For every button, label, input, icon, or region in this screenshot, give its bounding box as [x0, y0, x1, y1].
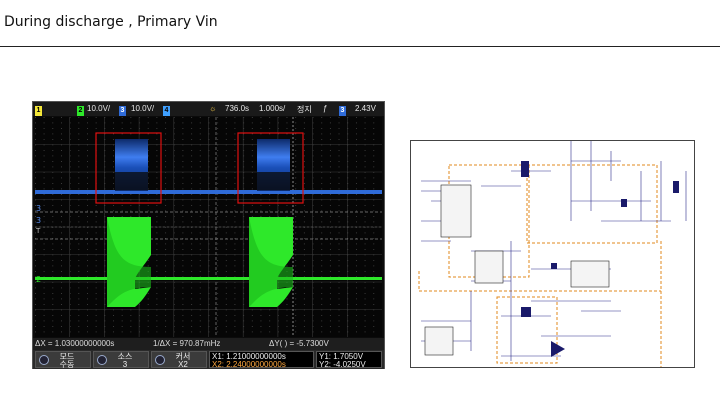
delta-y-readout: ΔY( ) = -5.7300V — [269, 339, 329, 348]
trigger-level: 2.43V — [355, 104, 376, 113]
timebase: 1.000s/ — [259, 104, 286, 113]
y1-value: Y1: 1.7050V — [319, 352, 364, 361]
y2-value: Y2: -4.0250V — [319, 360, 366, 369]
inverse-delta-x-readout: 1/ΔX = 970.87mHz — [153, 339, 221, 348]
trigger-delay-icon: ☼ — [209, 104, 217, 113]
trigger-delay: 736.0s — [225, 104, 250, 113]
waveform-display: 3 3 2 T — [35, 117, 382, 337]
schematic-diagram — [410, 140, 695, 368]
ch3-ground-marker[interactable]: 3 — [36, 204, 41, 213]
ch2-scale: 10.0V/ — [87, 104, 111, 113]
softkey-label: 소스 — [117, 352, 133, 361]
trigger-edge-icon: ƒ — [323, 104, 328, 113]
softkey-value: X2 — [178, 360, 188, 369]
ch3-scale: 10.0V/ — [131, 104, 155, 113]
ch2-ground-marker[interactable]: 2 — [36, 275, 41, 284]
circuit-wires — [421, 141, 687, 361]
softkey-value: 수동 — [59, 360, 75, 369]
run-state: 정지 — [297, 105, 312, 114]
measurement-readout-bar: ΔX = 1.03000000000s 1/ΔX = 970.87mHz ΔY(… — [33, 338, 384, 350]
highlight-regions — [418, 164, 662, 367]
ch3-badge[interactable]: 3 — [119, 106, 126, 116]
ch2-badge[interactable]: 2 — [77, 106, 84, 116]
small-components — [521, 161, 679, 357]
circuit-schematic-image — [411, 141, 694, 367]
oscilloscope-screenshot: 1 2 10.0V/ 3 10.0V/ 4 ☼ 736.0s 1.000s/ 정… — [32, 101, 385, 369]
ch3-blue-trace — [35, 139, 382, 194]
softkey-label: 모드 — [59, 352, 75, 361]
slide-title: During discharge , Primary Vin — [4, 14, 218, 30]
y-cursor-readout: Y1: 1.7050V Y2: -4.0250V — [316, 351, 382, 369]
x2-value: X2: 2.24000000000s — [212, 360, 286, 369]
knob-icon — [39, 355, 49, 365]
x1-value: X1: 1.21000000000s — [212, 352, 286, 361]
trigger-level-marker[interactable]: T — [35, 227, 41, 235]
knob-icon — [155, 355, 165, 365]
softkey-label: 커서 — [175, 352, 191, 361]
x-cursor-readout: X1: 1.21000000000s X2: 2.24000000000s — [209, 351, 314, 369]
delta-x-readout: ΔX = 1.03000000000s — [35, 339, 115, 348]
scope-status-bar: 1 2 10.0V/ 3 10.0V/ 4 ☼ 736.0s 1.000s/ 정… — [33, 102, 384, 116]
ch1-badge[interactable]: 1 — [35, 106, 42, 116]
trigger-source-badge: 3 — [339, 106, 346, 116]
ch2-green-trace — [35, 217, 382, 307]
ch4-badge[interactable]: 4 — [163, 106, 170, 116]
softkey-value: 3 — [122, 360, 128, 369]
highlight-box-2 — [237, 132, 304, 204]
ic-chips — [424, 184, 610, 356]
title-divider — [0, 46, 720, 47]
knob-icon — [97, 355, 107, 365]
ch3-offset-marker[interactable]: 3 — [36, 216, 41, 225]
highlight-box-1 — [95, 132, 162, 204]
